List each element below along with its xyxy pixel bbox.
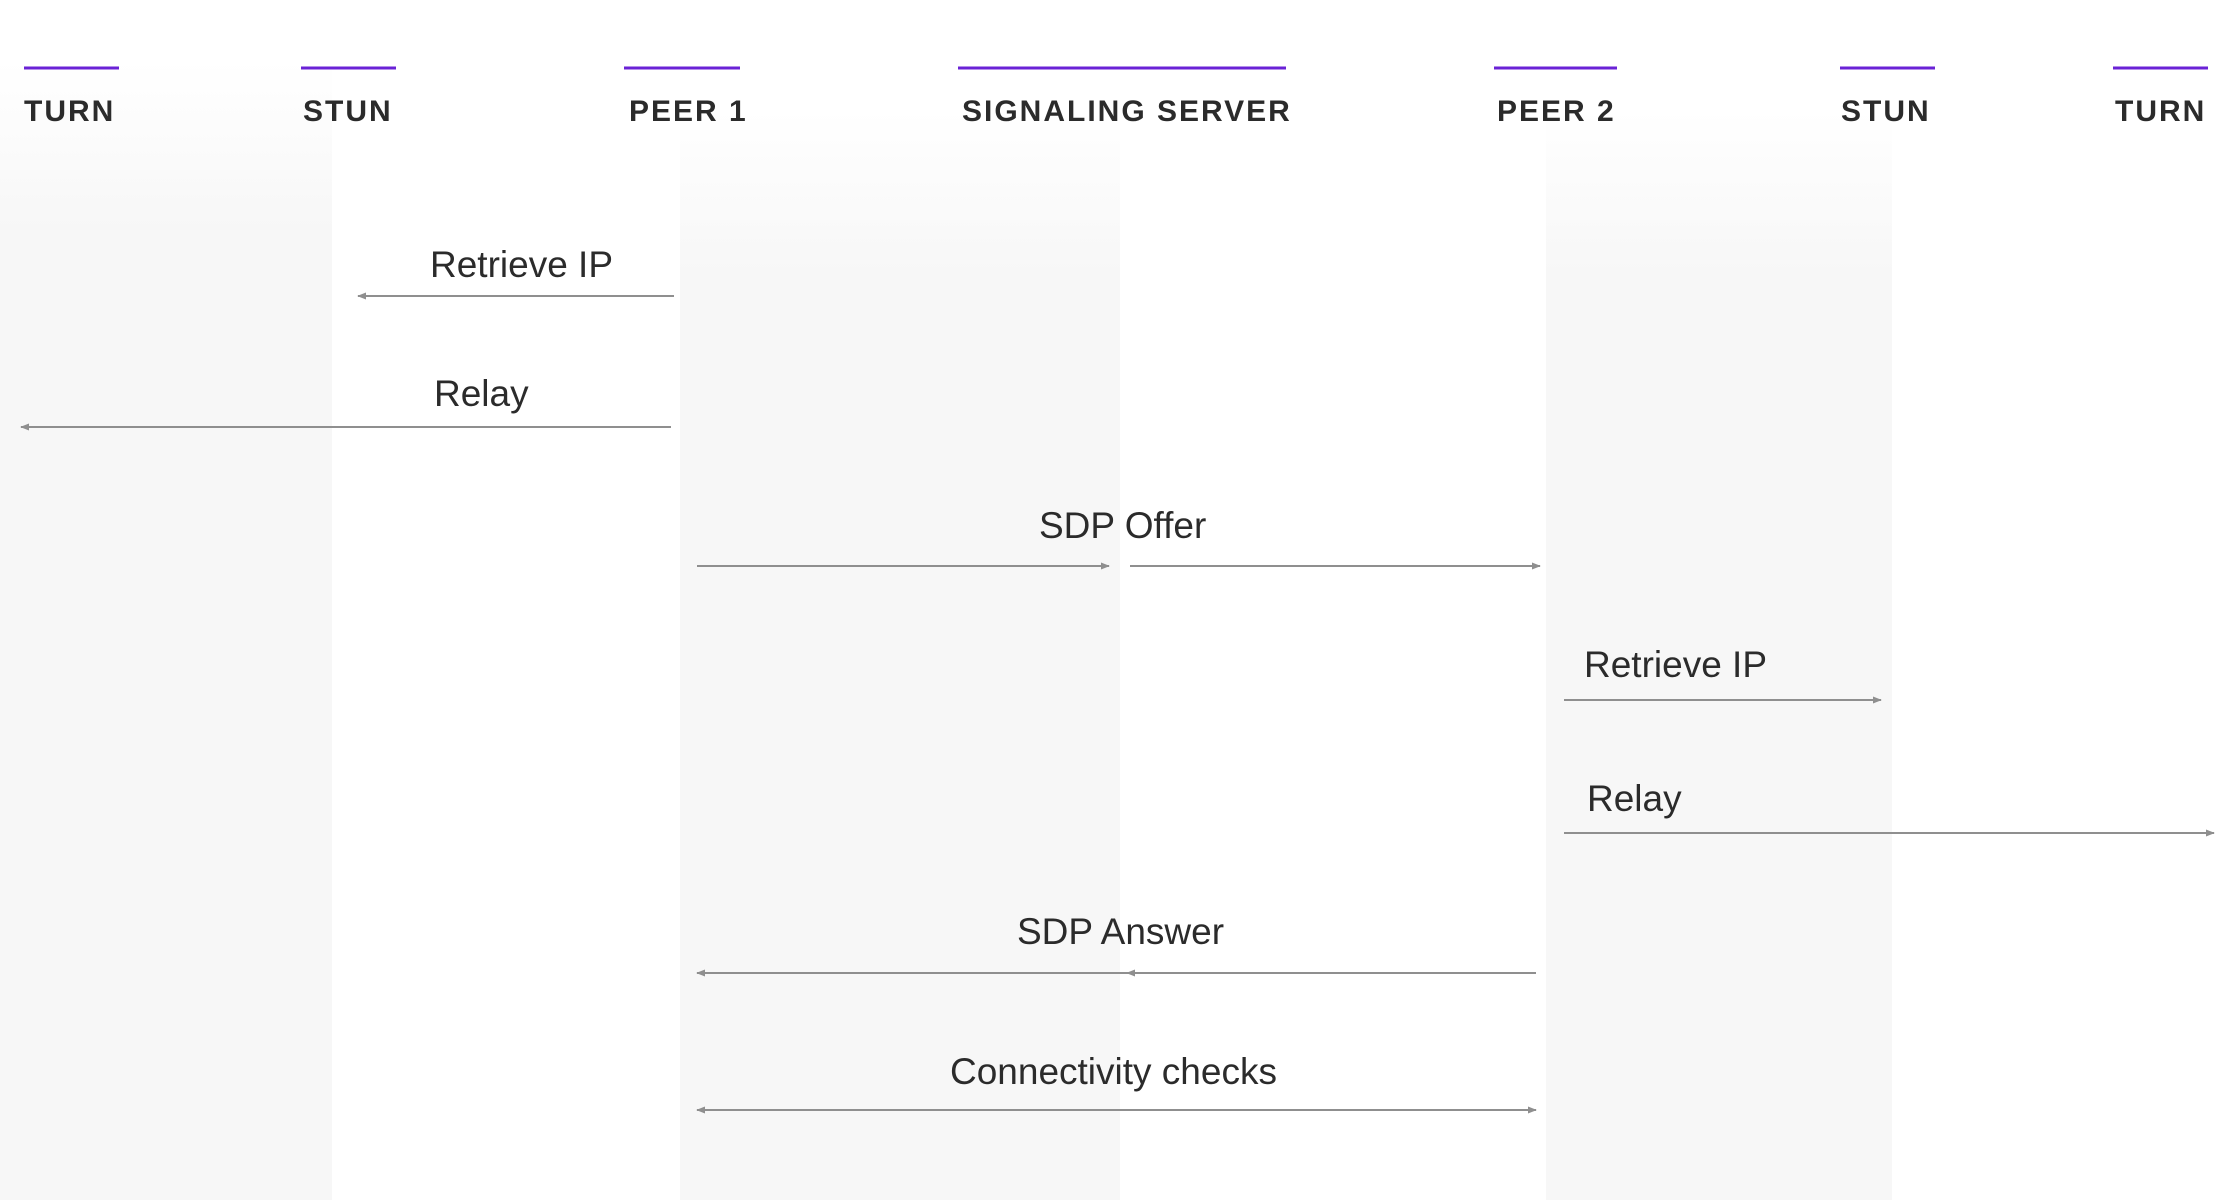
lane-band-peer1-signaling <box>680 110 1120 1200</box>
message-label-sdp-answer: SDP Answer <box>1017 911 1224 952</box>
message-label-relay-peer1: Relay <box>434 373 529 414</box>
participant-label-signaling: SIGNALING SERVER <box>962 95 1292 128</box>
message-label-retrieve-ip-peer2: Retrieve IP <box>1584 644 1767 685</box>
participant-label-stun-left: STUN <box>303 95 393 128</box>
participant-label-turn-left: TURN <box>24 95 115 128</box>
message-label-sdp-offer: SDP Offer <box>1039 505 1206 546</box>
message-label-relay-peer2: Relay <box>1587 778 1682 819</box>
message-label-retrieve-ip-peer1: Retrieve IP <box>430 244 613 285</box>
participant-label-peer1: PEER 1 <box>629 95 748 128</box>
participant-label-peer2: PEER 2 <box>1497 95 1616 128</box>
lane-band-peer2-stun <box>1546 110 1892 1200</box>
participant-label-turn-right: TURN <box>2115 95 2206 128</box>
message-label-connectivity-checks: Connectivity checks <box>950 1051 1277 1092</box>
participant-label-stun-right: STUN <box>1841 95 1931 128</box>
lane-band-turn-left <box>0 60 332 1200</box>
